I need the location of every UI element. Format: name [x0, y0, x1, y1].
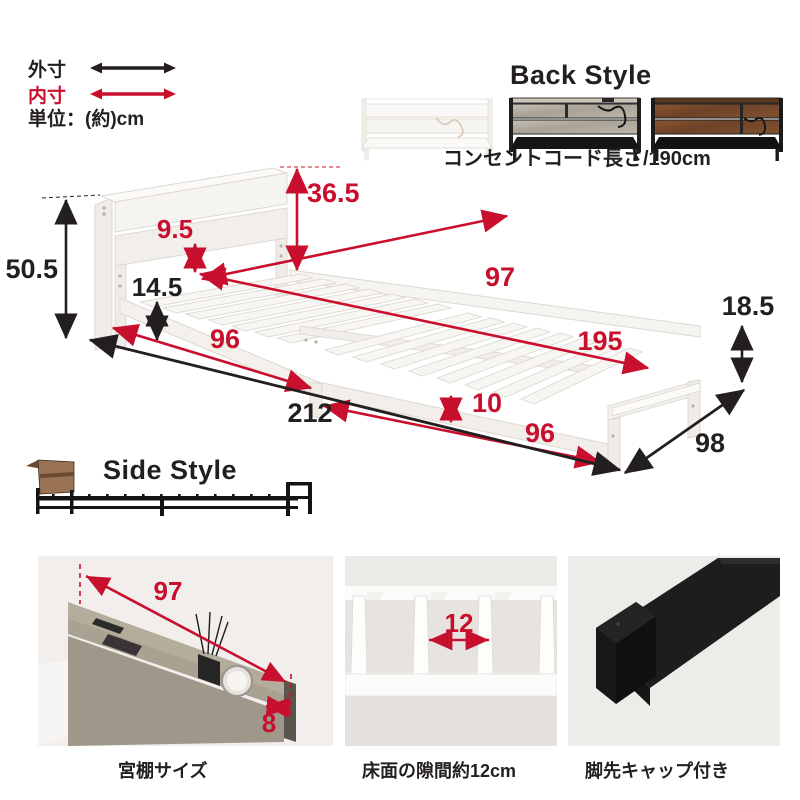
dim-shelf-gap: 9.5	[157, 214, 207, 274]
dim-label-9-5: 9.5	[157, 214, 193, 244]
dim-label-96-head: 96	[210, 324, 240, 354]
dim-label-96-foot: 96	[525, 418, 555, 448]
back-style-gallery	[358, 96, 798, 162]
dim-label-36-5: 36.5	[307, 178, 360, 208]
panel-2-caption: 床面の隙間約12cm	[362, 761, 517, 781]
back-style-image-gray	[506, 96, 644, 162]
legend-row-outer: 外寸	[28, 55, 238, 81]
panel-shelf-size: 97 8	[38, 556, 333, 746]
dim-label-14-5: 14.5	[132, 272, 183, 302]
dim-label-212: 212	[287, 398, 332, 428]
panel-leg-cap	[568, 556, 780, 746]
double-arrow-red-icon	[90, 88, 176, 100]
dim-footboard-height: 18.5	[722, 291, 775, 384]
back-style-image-white	[358, 96, 496, 162]
dim-label-98: 98	[695, 428, 725, 458]
dim-outer-length: 212	[88, 334, 622, 476]
panel-2-dim-12: 12	[445, 608, 474, 638]
panel-floor-gap: 12	[345, 556, 557, 746]
panel-1-caption: 宮棚サイズ	[118, 761, 208, 781]
back-style-heading: Back Style	[510, 60, 652, 90]
back-style-caption: コンセントコード長さ/190cm	[443, 148, 711, 170]
dim-outer-width: 98	[623, 388, 746, 475]
dim-headboard-height: 36.5	[285, 167, 360, 272]
panel-1-dim-8: 8	[262, 708, 276, 738]
main-bed-dimension-diagram: 50.5 36.5 9.5 14.5 96	[0, 150, 800, 490]
back-style-image-brown	[648, 96, 786, 162]
dimension-legend: 外寸 内寸 単位：(約)cm	[28, 55, 238, 133]
dim-label-50-5: 50.5	[5, 254, 58, 284]
side-style-image	[8, 448, 328, 518]
legend-inner-label: 内寸	[28, 85, 67, 107]
double-arrow-black-icon	[90, 62, 176, 74]
legend-outer-label: 外寸	[28, 59, 67, 81]
legend-row-inner: 内寸	[28, 81, 238, 107]
panel-3-caption: 脚先キャップ付き	[585, 761, 729, 781]
legend-units-label: 単位：(約)cm	[28, 109, 145, 130]
side-style-heading: Side Style	[103, 455, 238, 485]
dim-label-97: 97	[485, 262, 515, 292]
dim-height-total: 50.5	[5, 198, 78, 340]
dim-label-195: 195	[577, 326, 622, 356]
panel-1-dim-97: 97	[154, 576, 183, 606]
dim-label-18-5: 18.5	[722, 291, 775, 321]
dim-label-10: 10	[472, 388, 502, 418]
